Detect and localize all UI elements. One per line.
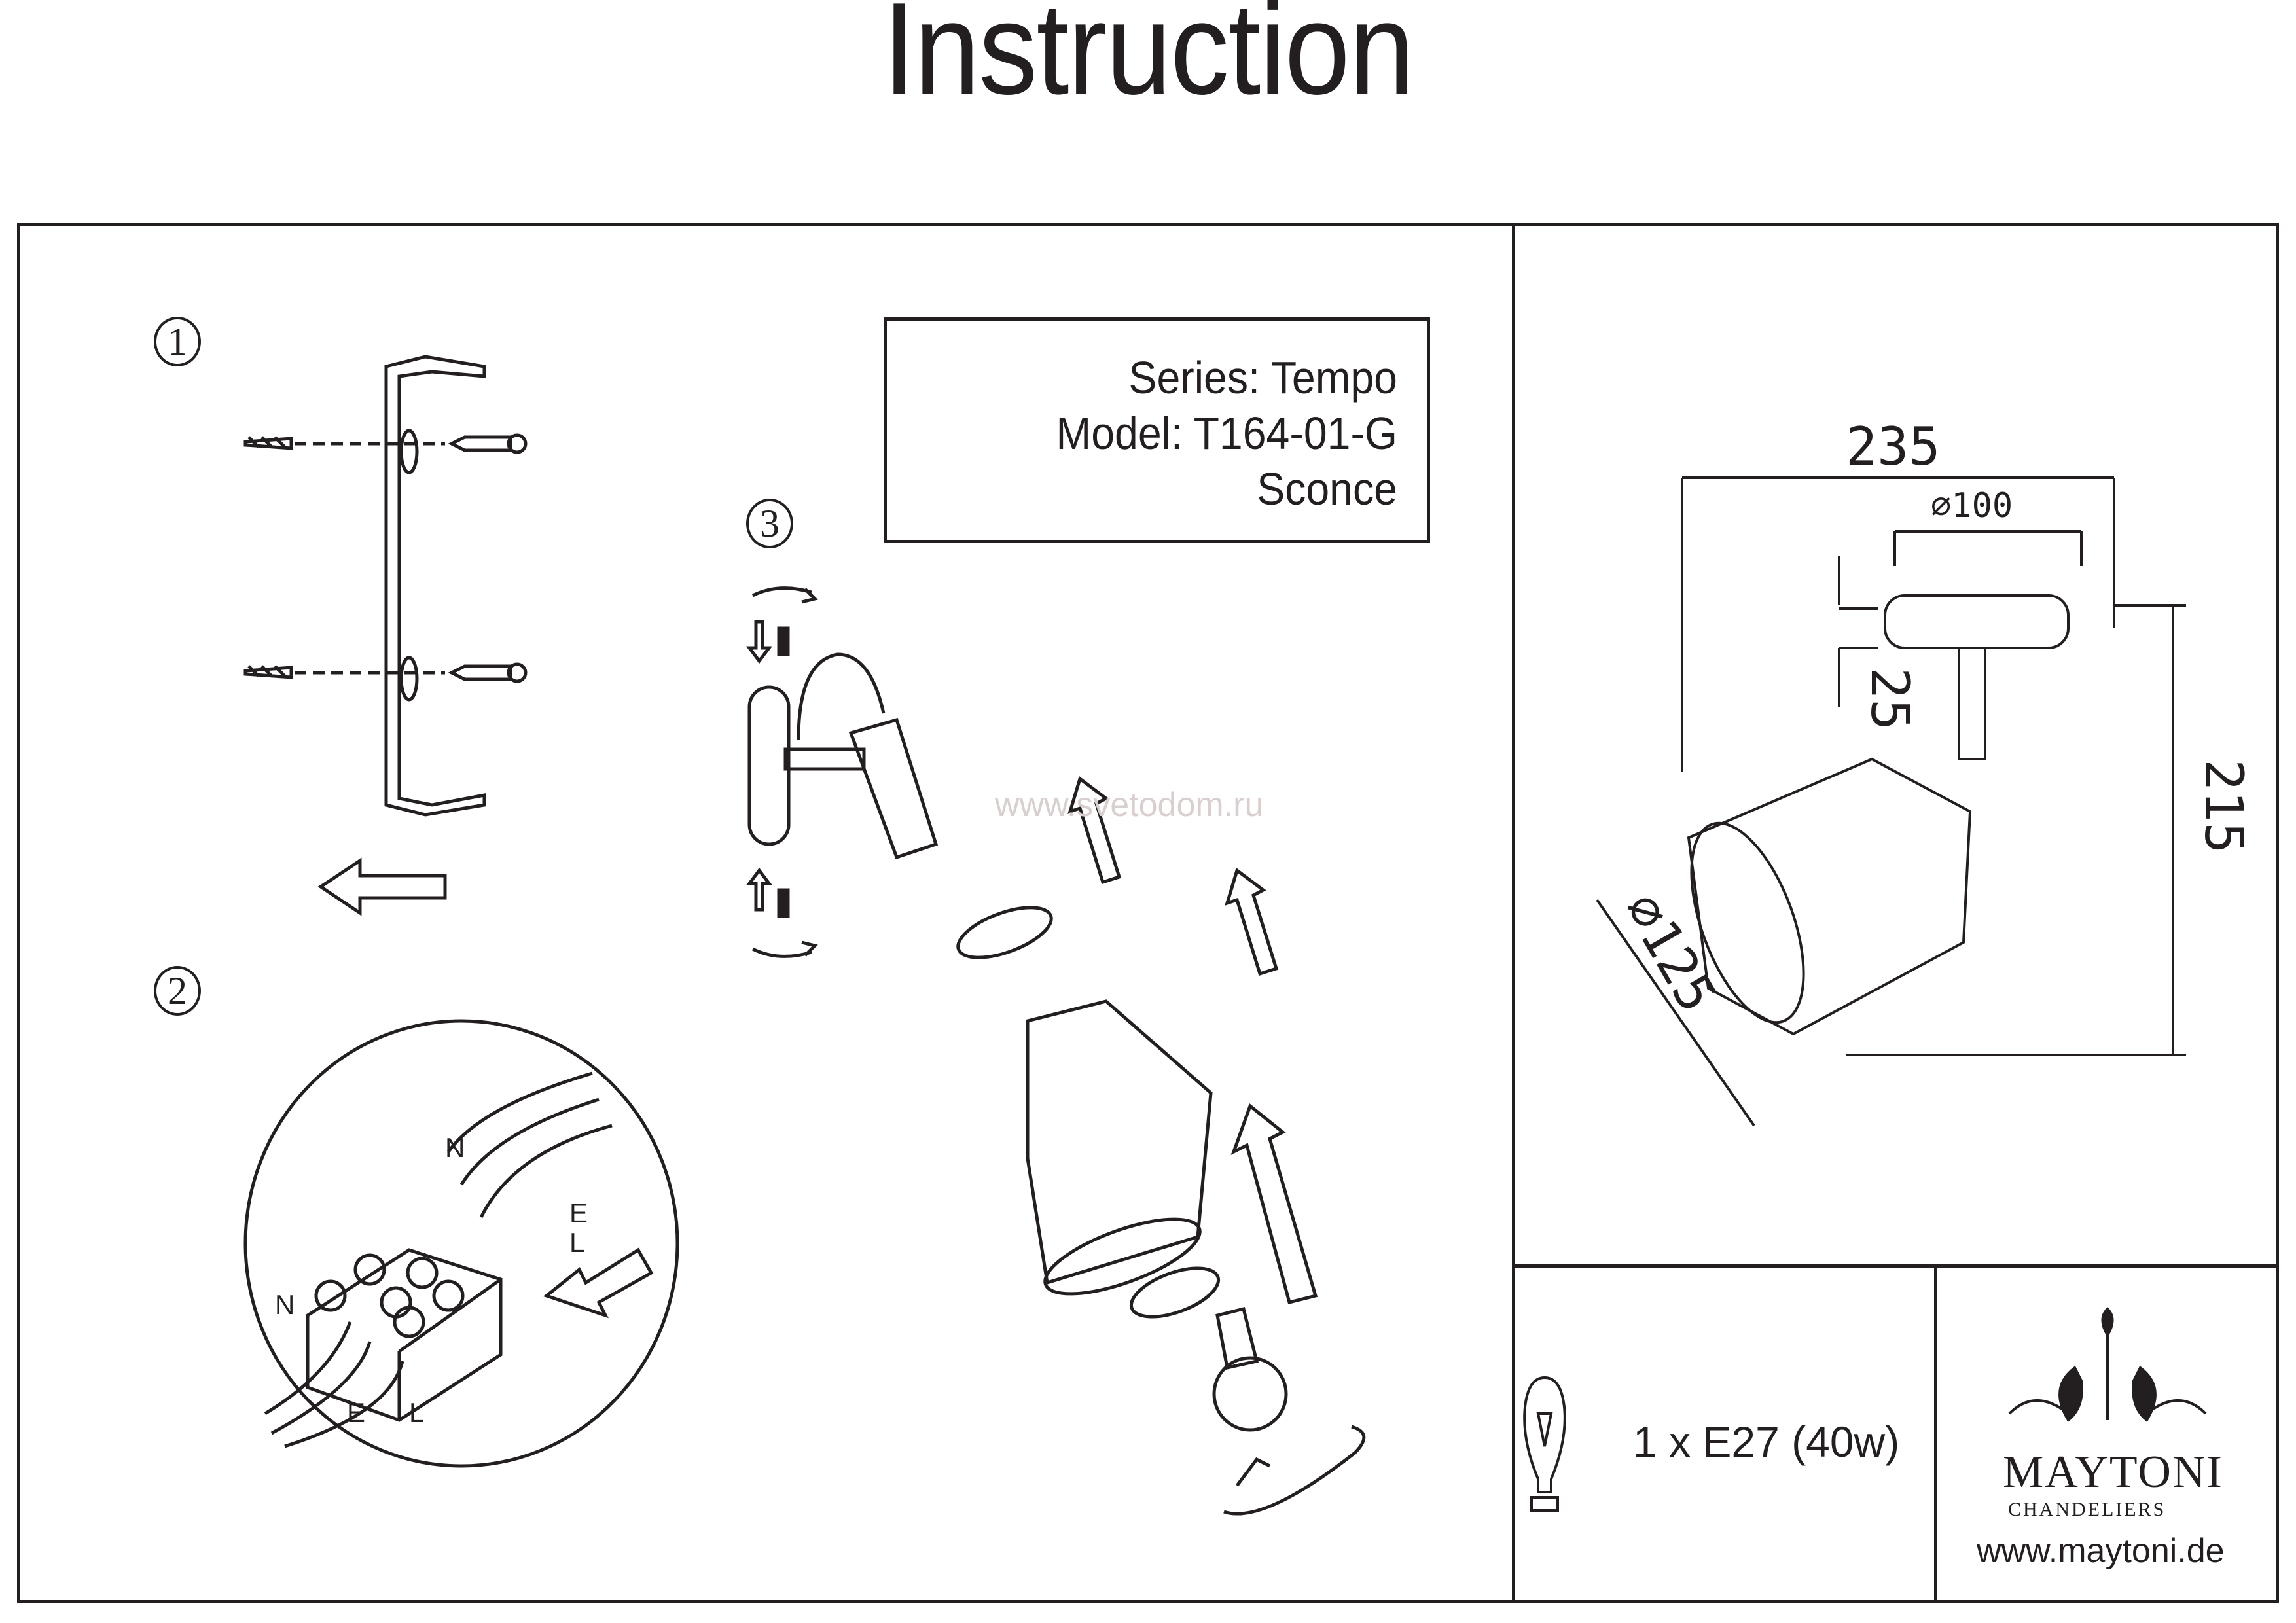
dim-base-diameter: ⌀100 bbox=[1931, 486, 2013, 526]
bracket-diagram bbox=[243, 355, 528, 817]
dim-height: 215 bbox=[2193, 759, 2254, 854]
rotate-arrow-top-icon bbox=[751, 586, 818, 604]
bracket-hole-bottom bbox=[399, 656, 419, 702]
wall-base-plate bbox=[747, 685, 791, 846]
step-3-badge: 3 bbox=[746, 499, 793, 548]
divider-horizontal-right bbox=[1512, 1264, 2279, 1268]
label-neutral-supply: N bbox=[445, 1132, 465, 1163]
wiring-diagram bbox=[243, 1019, 679, 1468]
wall-plug-top bbox=[243, 436, 293, 450]
ceiling-plate bbox=[1884, 594, 2070, 649]
wall-plug-bottom bbox=[243, 665, 293, 679]
shade-ring bbox=[956, 906, 1053, 959]
shade-mouth bbox=[1043, 1217, 1202, 1296]
light-bulb bbox=[1212, 1356, 1288, 1432]
light-bulb-icon bbox=[1523, 1376, 1566, 1512]
label-earth-block: E bbox=[347, 1397, 366, 1428]
step-2-badge: 2 bbox=[154, 966, 201, 1016]
stem bbox=[1958, 647, 1986, 760]
type-label: Sconce bbox=[1257, 463, 1397, 514]
model-label: Model: T164-01-G bbox=[1056, 408, 1397, 459]
brand-url[interactable]: www.maytoni.de bbox=[1977, 1532, 2225, 1570]
shade-opening bbox=[1690, 821, 1805, 1024]
label-earth-supply: E bbox=[569, 1198, 588, 1228]
cable-loop bbox=[797, 652, 886, 740]
glass-shade bbox=[1026, 999, 1213, 1285]
arrow-up-3-icon bbox=[1230, 1103, 1318, 1305]
screw-bottom bbox=[448, 664, 512, 681]
watermark-text: www.svetodom.ru bbox=[995, 786, 1264, 824]
terminal-wires bbox=[264, 1321, 404, 1448]
page-title: Instruction bbox=[882, 0, 1414, 122]
arrow-up-1-icon bbox=[1067, 776, 1122, 885]
bulb-spec-text: 1 x E27 (40w) bbox=[1633, 1418, 1900, 1466]
series-label: Series: Tempo bbox=[1128, 352, 1397, 403]
label-neutral-block: N bbox=[275, 1289, 295, 1320]
supply-wires bbox=[446, 1071, 613, 1219]
bracket-hole-top bbox=[399, 429, 419, 474]
shade-outline bbox=[1687, 757, 1972, 1036]
screw-head-bottom bbox=[507, 662, 528, 683]
brand-name: MAYTONI bbox=[2003, 1447, 2223, 1497]
maytoni-logo-icon bbox=[2008, 1307, 2207, 1422]
brand-subtitle: CHANDELIERS bbox=[2008, 1499, 2166, 1520]
label-live-supply: L bbox=[569, 1227, 585, 1258]
arrow-up-2-icon bbox=[1225, 867, 1279, 976]
step-1-badge: 1 bbox=[154, 317, 201, 366]
swivel-arm bbox=[783, 747, 866, 771]
label-live-block: L bbox=[409, 1397, 425, 1428]
terminal-block bbox=[306, 1248, 503, 1422]
assembly-diagram bbox=[746, 586, 1366, 1516]
bulb-base bbox=[1215, 1306, 1259, 1370]
dim-width: 235 bbox=[1846, 416, 1941, 477]
socket-ring bbox=[1129, 1266, 1221, 1319]
divider-vertical-main bbox=[1512, 223, 1515, 1603]
rotate-arrow-bottom-icon bbox=[751, 940, 818, 958]
wiring-detail-circle bbox=[243, 1019, 679, 1468]
bracket-plate bbox=[384, 355, 486, 817]
instruction-frame bbox=[17, 223, 2279, 1603]
screw-top-icon bbox=[777, 626, 790, 656]
arrow-into-block bbox=[543, 1247, 654, 1319]
dim-base-height: 25 bbox=[1859, 668, 1920, 730]
lamp-socket bbox=[848, 717, 939, 860]
screw-top bbox=[448, 435, 512, 452]
rotate-arrow-bulb-icon bbox=[1223, 1425, 1366, 1516]
arrow-left-icon bbox=[317, 857, 447, 916]
divider-vertical-bottom bbox=[1934, 1264, 1937, 1603]
arrow-down-icon bbox=[746, 620, 772, 664]
dimension-drawing: 235 ⌀100 25 215 ⌀125 bbox=[1596, 416, 2254, 1127]
screw-head-top bbox=[507, 433, 528, 454]
product-info-box: Series: Tempo Model: T164-01-G Sconce bbox=[884, 317, 1430, 543]
arrow-up-icon bbox=[746, 867, 772, 912]
screw-bottom-icon bbox=[777, 888, 790, 918]
